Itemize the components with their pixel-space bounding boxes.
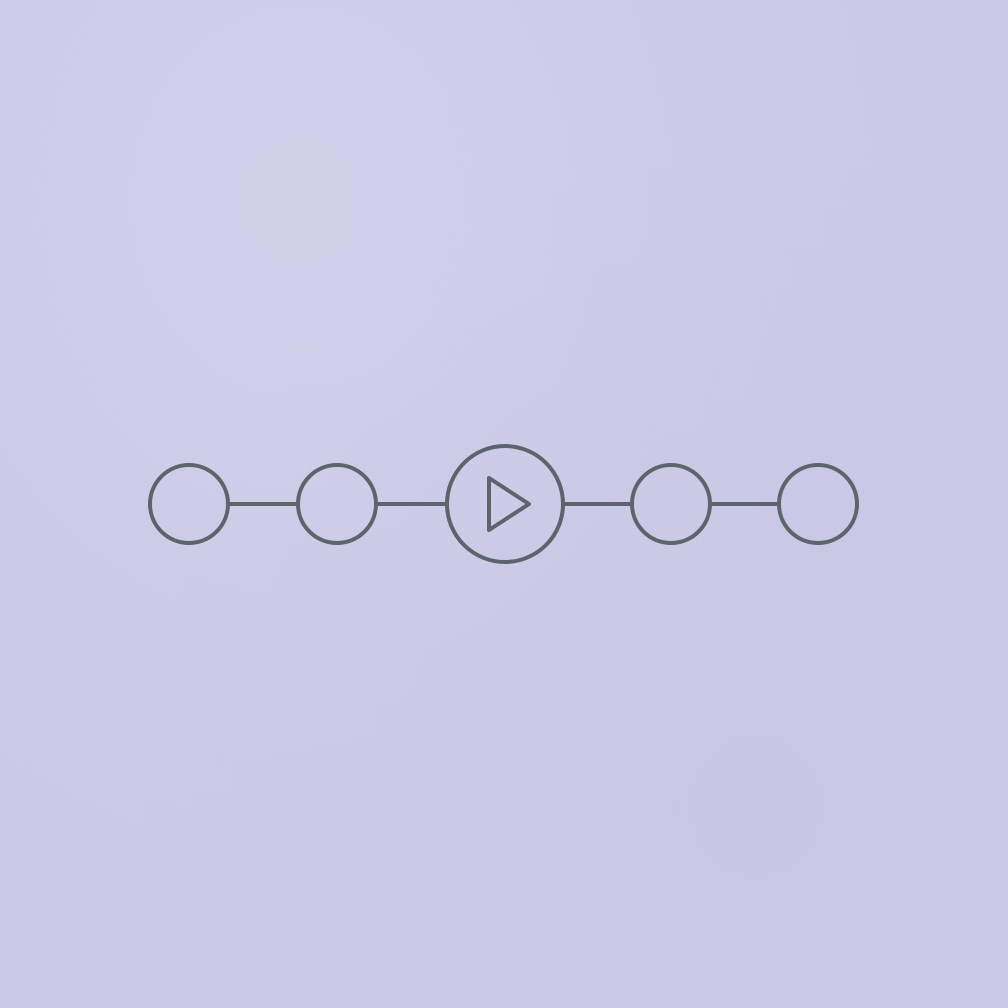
step-4-circle xyxy=(630,463,712,545)
step-1-circle xyxy=(148,463,230,545)
step-nodes xyxy=(148,444,859,564)
step-4[interactable] xyxy=(630,463,712,545)
step-3-circle xyxy=(445,444,565,564)
step-5-circle xyxy=(777,463,859,545)
play-icon xyxy=(487,476,531,532)
step-3-current[interactable] xyxy=(445,444,565,564)
step-1[interactable] xyxy=(148,463,230,545)
step-2-circle xyxy=(296,463,378,545)
step-2[interactable] xyxy=(296,463,378,545)
step-5[interactable] xyxy=(777,463,859,545)
